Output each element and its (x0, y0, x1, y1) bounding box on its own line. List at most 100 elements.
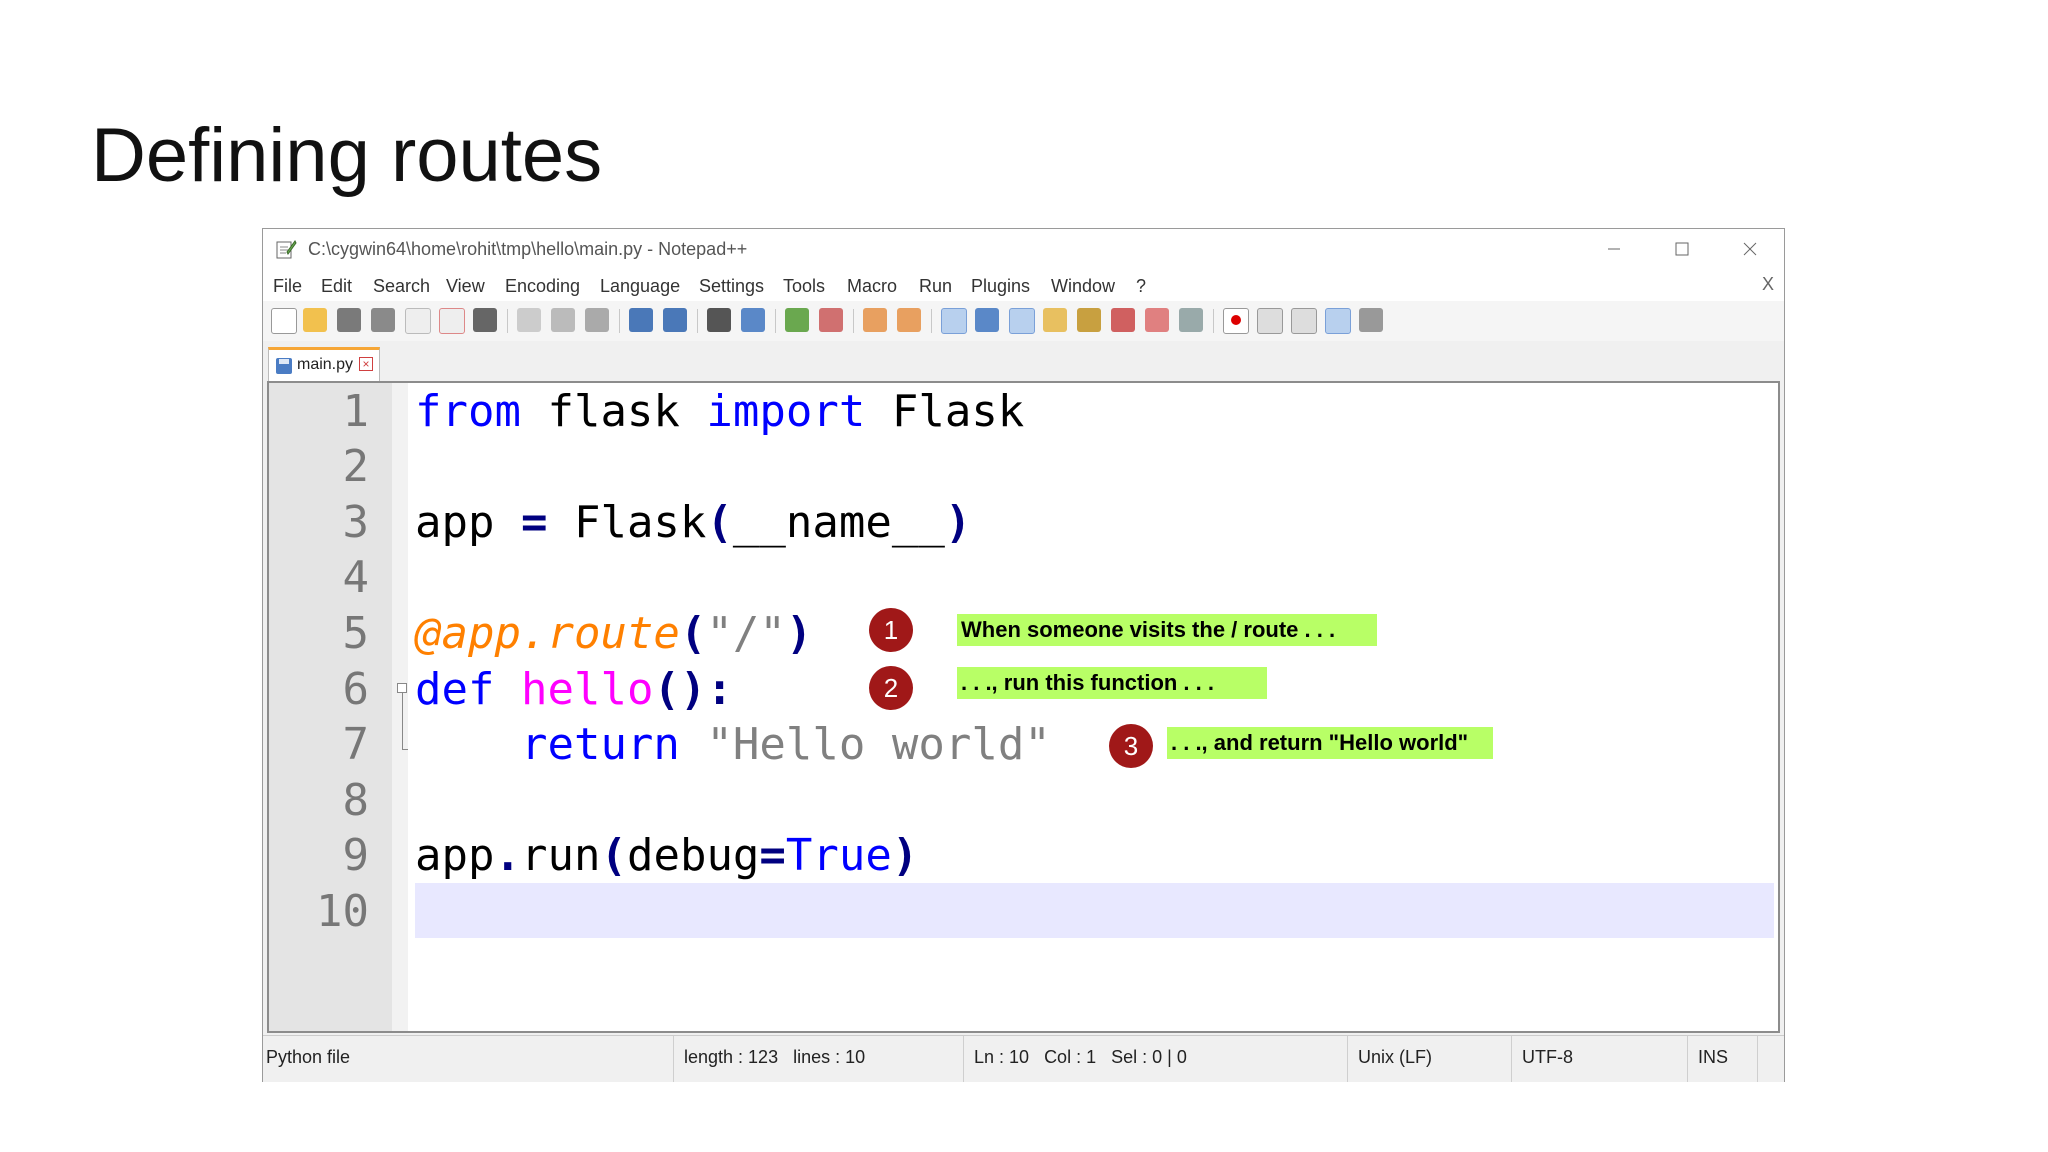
record-macro-icon[interactable] (1223, 308, 1249, 334)
tab-label: main.py (297, 356, 354, 373)
menu-tools[interactable]: Tools (783, 276, 826, 296)
save-icon[interactable] (337, 308, 361, 332)
status-length-lines: length : 123 lines : 10 (674, 1036, 964, 1082)
line-number: 4 (342, 552, 370, 603)
code-text: app.run(debug=True) (415, 830, 919, 881)
cut-icon[interactable] (517, 308, 541, 332)
status-bar: Python file length : 123 lines : 10 Ln :… (263, 1035, 1784, 1082)
status-file-type: Python file (263, 1036, 674, 1082)
print-icon[interactable] (473, 308, 497, 332)
run-macro-multiple-icon[interactable] (1325, 308, 1351, 334)
folder-workspace-icon[interactable] (1145, 308, 1169, 332)
toolbar (263, 301, 1784, 342)
new-file-icon[interactable] (271, 308, 297, 334)
code-text: @app.route("/") (415, 608, 813, 659)
save-all-icon[interactable] (371, 308, 395, 332)
sync-horizontal-icon[interactable] (897, 308, 921, 332)
paste-icon[interactable] (585, 308, 609, 332)
current-line-highlight (415, 883, 1774, 938)
annotation-badge-2: 2 (869, 666, 913, 710)
status-eol: Unix (LF) (1348, 1036, 1512, 1082)
udl-icon[interactable] (1043, 308, 1067, 332)
line-number: 1 (342, 386, 370, 437)
replace-icon[interactable] (741, 308, 765, 332)
code-editor[interactable]: 1 from flask import Flask 2 3 app = Flas… (267, 381, 1780, 1033)
annotation-label-3: . . ., and return "Hello world" (1167, 727, 1493, 759)
toolbar-separator (507, 309, 508, 333)
save-macro-icon[interactable] (1359, 308, 1383, 332)
monitoring-icon[interactable] (1179, 308, 1203, 332)
zoom-out-icon[interactable] (819, 308, 843, 332)
fold-collapse-icon[interactable] (397, 683, 407, 693)
status-encoding: UTF-8 (1512, 1036, 1688, 1082)
minimize-button[interactable] (1582, 231, 1646, 267)
code-text: return "Hello world" (520, 719, 1051, 770)
undo-icon[interactable] (629, 308, 653, 332)
find-icon[interactable] (707, 308, 731, 332)
close-icon[interactable] (405, 308, 431, 334)
menu-settings[interactable]: Settings (699, 276, 765, 296)
menu-plugins[interactable]: Plugins (971, 276, 1031, 296)
annotation-label-1: When someone visits the / route . . . (957, 614, 1377, 646)
annotation-label-2: . . ., run this function . . . (957, 667, 1267, 699)
zoom-in-icon[interactable] (785, 308, 809, 332)
menu-file[interactable]: File (273, 276, 303, 296)
status-position: Ln : 10 Col : 1 Sel : 0 | 0 (964, 1036, 1348, 1082)
play-macro-icon[interactable] (1291, 308, 1317, 334)
stop-macro-icon[interactable] (1257, 308, 1283, 334)
copy-icon[interactable] (551, 308, 575, 332)
menu-bar: File Edit Search View Encoding Language … (263, 269, 1784, 301)
menu-view[interactable]: View (446, 276, 485, 296)
menu-help[interactable]: ? (1136, 276, 1147, 296)
line-number-gutter (269, 383, 392, 1031)
sync-vertical-icon[interactable] (863, 308, 887, 332)
line-number: 9 (342, 830, 370, 881)
minimize-icon (1608, 248, 1620, 250)
slide-title: Defining routes (91, 113, 603, 198)
code-line-7: 7 return "Hello world" (269, 716, 1778, 771)
line-number: 10 (316, 886, 369, 937)
annotation-badge-3: 3 (1109, 724, 1153, 768)
menu-search[interactable]: Search (373, 276, 431, 296)
close-window-button[interactable] (1718, 231, 1782, 267)
fold-end (402, 749, 408, 750)
line-number: 7 (342, 719, 370, 770)
doc-map-icon[interactable] (1077, 308, 1101, 332)
indent-guide-icon[interactable] (1009, 308, 1035, 334)
menu-encoding[interactable]: Encoding (505, 276, 581, 296)
close-all-icon[interactable] (439, 308, 465, 334)
code-line-10: 10 (269, 883, 1778, 938)
redo-icon[interactable] (663, 308, 687, 332)
tab-close-icon[interactable]: × (359, 357, 373, 371)
code-line-2: 2 (269, 438, 1778, 493)
line-number: 8 (342, 775, 370, 826)
open-file-icon[interactable] (303, 308, 327, 332)
close-document-button[interactable]: X (1761, 274, 1774, 294)
close-icon (1743, 242, 1757, 256)
status-mode: INS (1688, 1036, 1758, 1082)
word-wrap-icon[interactable] (941, 308, 967, 334)
maximize-button[interactable] (1650, 231, 1714, 267)
code-line-5: 5 @app.route("/") (269, 605, 1778, 660)
line-number: 6 (342, 664, 370, 715)
code-line-4: 4 (269, 549, 1778, 604)
line-number: 5 (342, 608, 370, 659)
toolbar-separator (619, 309, 620, 333)
annotation-badge-1: 1 (869, 608, 913, 652)
window-title: C:\cygwin64\home\rohit\tmp\hello\main.py… (308, 239, 748, 259)
menu-macro[interactable]: Macro (847, 276, 898, 296)
menu-language[interactable]: Language (600, 276, 681, 296)
tab-bar: main.py × (263, 341, 1784, 381)
status-sel: Sel : 0 | 0 (1111, 1047, 1187, 1067)
code-line-9: 9 app.run(debug=True) (269, 827, 1778, 882)
menu-window[interactable]: Window (1051, 276, 1116, 296)
fold-line (402, 693, 403, 749)
tab-main-py[interactable]: main.py × (268, 347, 380, 381)
menu-edit[interactable]: Edit (321, 276, 353, 296)
show-all-chars-icon[interactable] (975, 308, 999, 332)
title-bar: C:\cygwin64\home\rohit\tmp\hello\main.py… (263, 229, 1784, 269)
function-list-icon[interactable] (1111, 308, 1135, 332)
toolbar-separator (1213, 309, 1214, 333)
menu-run[interactable]: Run (919, 276, 953, 296)
toolbar-separator (697, 309, 698, 333)
